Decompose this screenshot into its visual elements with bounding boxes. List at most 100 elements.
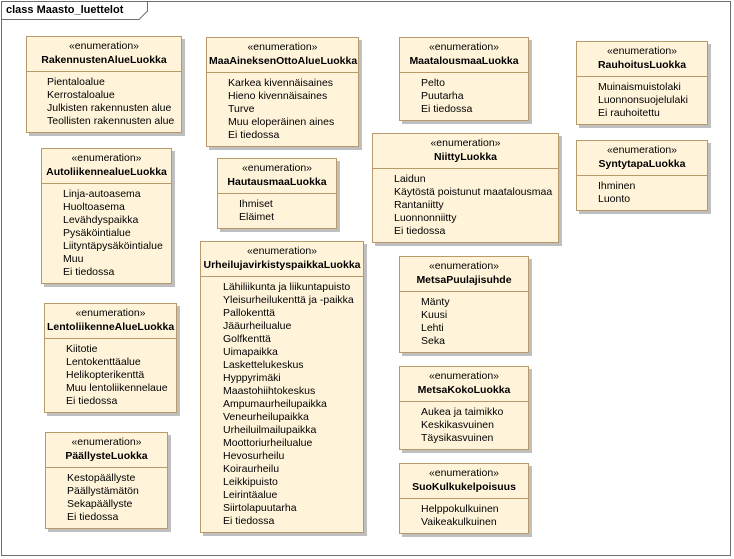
- enum-literal: Ei tiedossa: [421, 103, 473, 115]
- class-stereotype: «enumeration»: [428, 467, 500, 479]
- enum-literal: Täysikasvuinen: [421, 432, 494, 444]
- class-stereotype: «enumeration»: [71, 152, 142, 164]
- enum-literal: Helikopterikenttä: [66, 369, 145, 381]
- enum-literal: Luonnonsuojelulaki: [598, 94, 688, 106]
- enum-literal: Yleisurheilukenttä ja -paikka: [223, 294, 354, 306]
- class-name: MaatalousmaaLuokka: [409, 55, 519, 67]
- enum-literal: Ei tiedossa: [66, 395, 118, 407]
- class-header: «enumeration» LentoliikenneAlueLuokka: [45, 304, 176, 339]
- enum-literal: Lähiliikunta ja liikuntapuisto: [223, 281, 351, 293]
- class-stereotype: «enumeration»: [606, 45, 678, 57]
- enum-literal: Rantaniitty: [394, 199, 444, 211]
- class-header: «enumeration»RakennustenAlueLuokka: [27, 37, 181, 72]
- class-stereotype: «enumeration»: [241, 162, 313, 174]
- enum-literal: Mänty: [421, 296, 450, 308]
- enum-literal: Karkea kivennäisaines: [228, 77, 334, 89]
- enum-literal: Keskikasvuinen: [421, 419, 494, 431]
- enum-literal: Pelto: [421, 77, 445, 89]
- enum-literal: Muu: [63, 253, 84, 265]
- class-header: «enumeration»SyntytapaLuokka: [577, 141, 707, 176]
- enum-literal: Hyppyrimäki: [223, 372, 281, 384]
- enum-literal: Julkisten rakennusten alue: [47, 102, 172, 114]
- enum-literal: Moottoriurheilualue: [223, 437, 313, 449]
- enum-literal: Ihmiset: [239, 198, 273, 210]
- enum-literal: Laidun: [394, 173, 426, 185]
- enum-literal: Hieno kivennäisaines: [228, 90, 328, 102]
- enum-literal: Laskettelukeskus: [223, 359, 304, 371]
- class-stereotype: «enumeration»: [71, 436, 142, 448]
- class-stereotype: «enumeration»: [428, 370, 500, 382]
- enum-literal: Aukea ja taimikko: [421, 406, 504, 418]
- enum-literal: Kiitotie: [66, 343, 98, 355]
- class-name: PäällysteLuokka: [65, 450, 148, 462]
- enum-literal: Pientaloalue: [47, 76, 105, 88]
- class-stereotype: «enumeration»: [68, 40, 140, 52]
- class-name: MetsaPuulajisuhde: [416, 274, 512, 286]
- enum-literal: Turve: [228, 103, 255, 115]
- class-stereotype: «enumeration»: [75, 307, 146, 319]
- diagram-tab-shape: [1, 1, 148, 20]
- enum-literal: Maastohiihtokeskus: [223, 385, 316, 397]
- enum-literal: Sekapäällyste: [67, 498, 133, 510]
- class-stereotype: «enumeration»: [247, 41, 318, 53]
- class-header: «enumeration» MetsaKokoLuokka: [400, 367, 528, 402]
- enum-literal: Urheiluilmailupaikka: [223, 424, 317, 436]
- enum-literal: Seka: [421, 335, 445, 347]
- enum-literal: Leikkipuisto: [223, 476, 278, 488]
- class-header: «enumeration» MetsaPuulajisuhde: [400, 257, 528, 292]
- class-stereotype: «enumeration»: [606, 144, 678, 156]
- enum-literal: Vaikeakulkuinen: [421, 516, 497, 528]
- class-header: «enumeration»SuoKulkukelpoisuus: [400, 464, 528, 499]
- enum-literal: Ei tiedossa: [67, 511, 119, 523]
- enum-literal: Teollisten rakennusten alue: [47, 115, 175, 127]
- enum-literal: Levähdyspaikka: [63, 214, 139, 226]
- enum-literal: Siirtolapuutarha: [223, 502, 297, 514]
- enum-literal: Kerrostaloalue: [47, 89, 115, 101]
- enum-literal: Ihminen: [598, 180, 636, 192]
- class-stereotype: «enumeration»: [430, 137, 501, 149]
- diagram-title-tab: class Maasto_luettelot: [1, 1, 148, 20]
- enum-literal: Huoltoasema: [63, 201, 125, 213]
- enum-literal: Lehti: [421, 322, 444, 334]
- class-stereotype: «enumeration»: [428, 260, 500, 272]
- class-name: RauhoitusLuokka: [597, 59, 687, 71]
- class-stereotype: «enumeration»: [428, 41, 500, 53]
- enum-literal: Hevosurheilu: [223, 450, 285, 462]
- enum-literal: Eläimet: [239, 211, 275, 223]
- enum-literal: Lentokenttäalue: [66, 356, 141, 368]
- enum-literal: Luonto: [598, 193, 631, 205]
- enumeration-class[interactable]: «enumeration»UrheilujavirkistyspaikkaLuo…: [200, 241, 364, 533]
- class-name: LentoliikenneAlueLuokka: [47, 321, 175, 333]
- enum-literal: Kuusi: [421, 309, 448, 321]
- class-name: AutoliikennealueLuokka: [46, 166, 167, 178]
- enum-literal: Päällystämätön: [67, 485, 139, 497]
- enum-literal: Ei tiedossa: [63, 266, 115, 278]
- enum-literal: Luonnonniitty: [394, 212, 457, 224]
- enum-literal: Muinaismuistolaki: [598, 81, 681, 93]
- class-name: UrheilujavirkistyspaikkaLuokka: [203, 259, 361, 271]
- class-name: MetsaKokoLuokka: [417, 384, 511, 396]
- enum-literal: Golfkenttä: [223, 333, 271, 345]
